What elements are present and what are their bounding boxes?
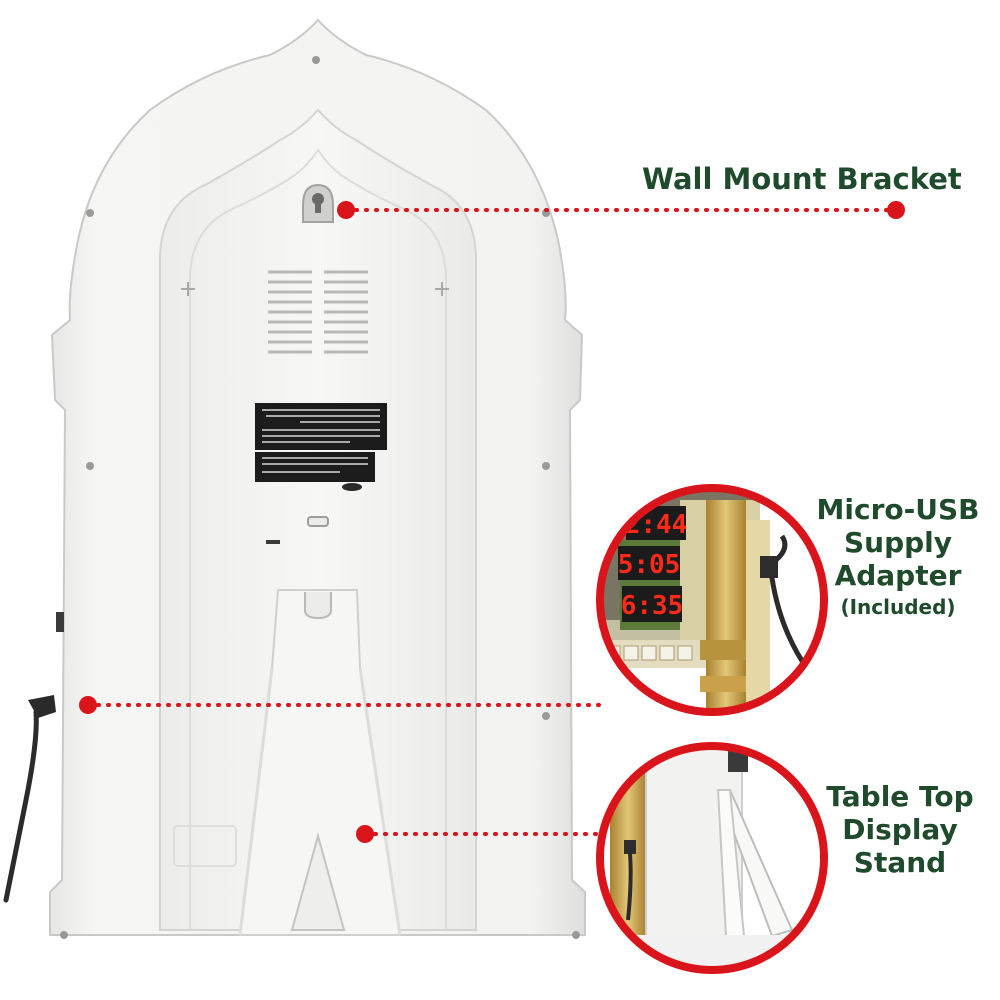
usb-line-2: Supply	[843, 526, 953, 560]
stand-label: Table Top Display Stand	[820, 780, 980, 879]
cable-icon	[3, 695, 56, 903]
instruction-sticker	[255, 403, 387, 491]
usb-line-3: Adapter	[834, 559, 962, 593]
callout-dots	[79, 201, 905, 843]
keyhole-icon	[302, 183, 334, 223]
stand-icon	[238, 589, 402, 936]
stand-line-2: Display	[842, 813, 958, 847]
usb-line-1: Micro-USB	[816, 493, 980, 526]
wall-mount-label: Wall Mount Bracket	[600, 162, 1000, 196]
usb-inset: 2:44 5:05 6:35	[596, 484, 828, 716]
stand-inset	[596, 742, 828, 974]
callout-lines	[86, 208, 898, 836]
stand-line-1: Table Top	[826, 780, 974, 813]
wall-mount-text: Wall Mount Bracket	[642, 162, 962, 196]
led-time-2: 5:05	[618, 550, 681, 580]
stand-line-3: Stand	[853, 846, 947, 880]
led-time-3: 6:35	[621, 591, 684, 621]
usb-label: Micro-USB Supply Adapter (Included)	[808, 493, 988, 620]
usb-note: (Included)	[840, 595, 956, 620]
vent-icon	[268, 270, 368, 354]
